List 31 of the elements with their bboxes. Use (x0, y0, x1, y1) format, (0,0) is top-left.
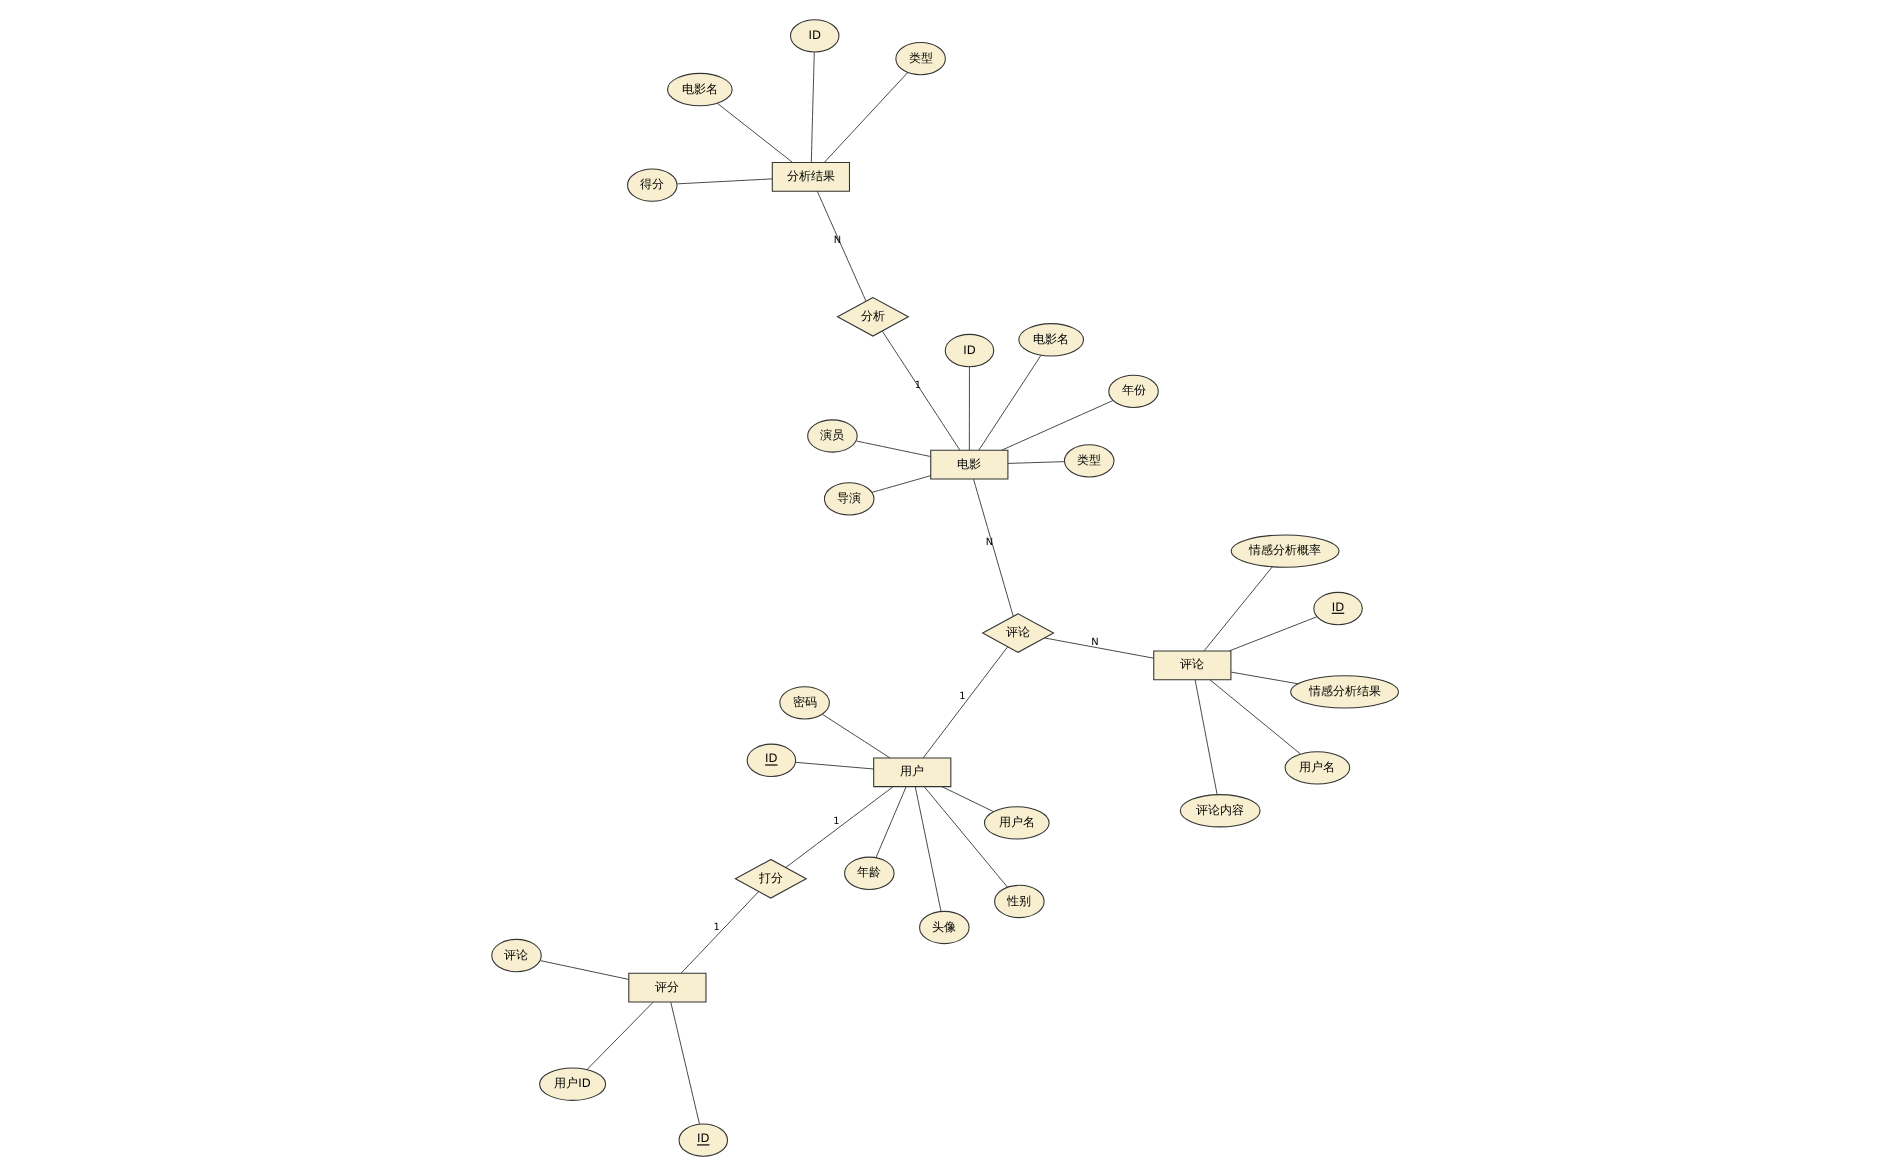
connector (539, 960, 628, 980)
connector (1228, 616, 1317, 652)
connector (913, 786, 941, 912)
connector (940, 786, 993, 813)
connector (1006, 461, 1064, 464)
connector (854, 440, 930, 457)
connector (815, 190, 866, 302)
connector (794, 761, 873, 770)
connector (1202, 566, 1272, 652)
connector (1229, 671, 1298, 685)
connector (922, 786, 1007, 888)
connector (679, 891, 759, 974)
connector (1208, 679, 1300, 755)
connector (585, 1001, 653, 1070)
connector (1193, 679, 1217, 796)
connector (977, 355, 1041, 451)
connector (921, 646, 1008, 759)
connector (1043, 637, 1154, 659)
connector (784, 786, 893, 868)
connector (809, 51, 814, 163)
connector (669, 1001, 699, 1125)
connector (967, 366, 969, 451)
connector (822, 72, 908, 163)
connector (870, 475, 931, 493)
connector (821, 713, 890, 759)
connector (716, 102, 792, 163)
connector (675, 178, 772, 185)
connector (1000, 400, 1113, 451)
connector (972, 478, 1013, 617)
connector (880, 330, 960, 451)
connector (874, 786, 906, 858)
